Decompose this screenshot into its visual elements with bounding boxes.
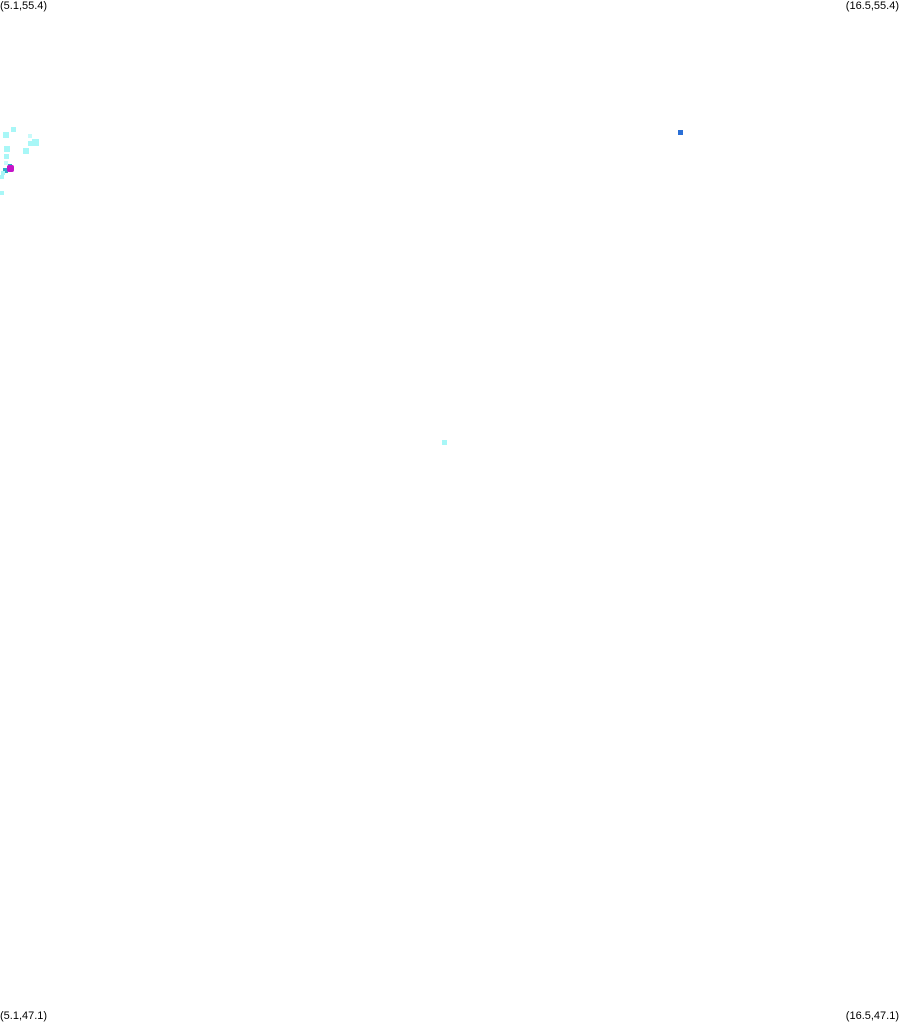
corner-label-bottom-left: (5.1,47.1) — [0, 1010, 48, 1022]
map-point[interactable] — [4, 161, 9, 166]
map-point[interactable] — [3, 153, 9, 159]
corner-label-top-left: (5.1,55.4) — [0, 0, 48, 12]
map-point[interactable] — [0, 190, 4, 195]
map-point[interactable] — [4, 145, 11, 152]
map-point[interactable] — [1, 171, 6, 176]
map-point[interactable] — [3, 168, 9, 174]
map-point[interactable] — [32, 139, 40, 147]
map-point[interactable] — [3, 132, 10, 139]
corner-label-bottom-right: (16.5,47.1) — [845, 1010, 899, 1022]
map-point[interactable] — [10, 126, 16, 132]
map-point[interactable] — [441, 439, 447, 445]
map-point[interactable] — [28, 134, 32, 139]
map-point[interactable] — [678, 130, 684, 136]
map-point[interactable] — [27, 141, 33, 147]
map-point[interactable] — [0, 174, 4, 179]
map-point[interactable] — [23, 148, 30, 155]
corner-label-top-right: (16.5,55.4) — [845, 0, 899, 12]
map-point[interactable] — [6, 164, 14, 172]
